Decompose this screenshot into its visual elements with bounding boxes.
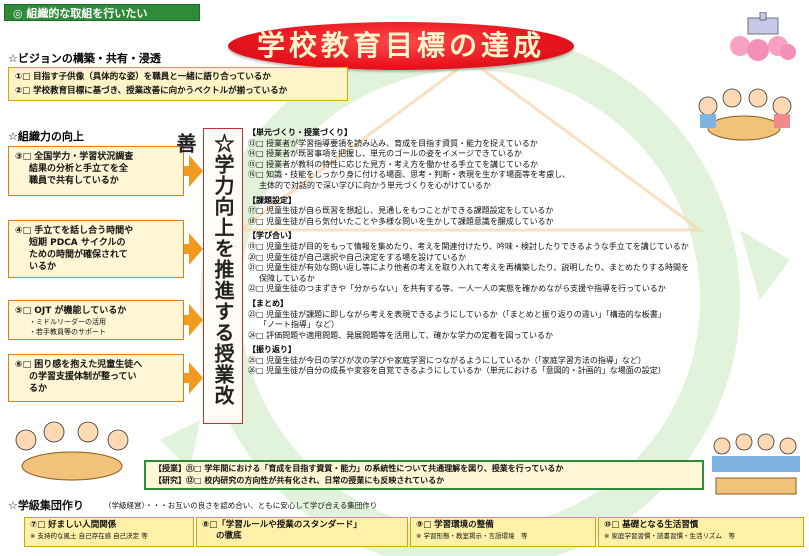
arrow-stem [184, 166, 190, 176]
class-box-sub: ※ 支持的な風土 自己存在感 自己決定 等 [30, 532, 148, 540]
class-box-label: ⑦□ 好ましい人間関係 [30, 520, 117, 530]
lesson-item: 【授業】⑪□ 学年間における「育成を目指す資質・能力」の系統性について共通理解を… [154, 464, 564, 473]
org-box-line: ⑥□ 困り感を抱えた児童生徒へ [15, 360, 143, 370]
arrow-right-icon [189, 304, 203, 336]
check-item: ⑲□ 児童生徒が目的をもって情報を集めたり、考えを関連付けたり、吟味・検討したり… [248, 241, 689, 251]
class-box-7: ⑦□ 好ましい人間関係 ※ 支持的な風土 自己存在感 自己決定 等 [24, 517, 194, 547]
main-title: 学校教育目標の達成 [228, 22, 574, 70]
org-box-sub: ・若手教員等のサポート [29, 328, 106, 336]
check-item: ⑱□ 児童生徒が自ら気付いたことや多様な問いを生かして課題意識を醸成しているか [248, 216, 554, 226]
org-box-line: の学習支援体制が整ってい [29, 372, 137, 382]
org-box-line: ⑤□ OJT が機能しているか [15, 306, 127, 316]
class-box-label: ⑨□ 学習環境の整備 [416, 520, 494, 530]
check-item: ⑯□ 知識・技能をしっかり身に付ける場面、思考・判断・表現を生かす場面等を考慮し… [248, 170, 571, 180]
org-box-3: ③□ 全国学力・学習状況調査 結果の分析と手立てを全 職員で共有しているか [8, 146, 184, 196]
class-box-8: ⑧□「学習ルールや授業のスタンダード」 の徹底 [196, 517, 408, 547]
section-heading: 【課題設定】 [248, 195, 296, 205]
classroom-group-icon [698, 88, 792, 141]
check-item: ⑮□ 授業者が教科の特性に応じた見方・考え方を働かせる手立てを講じているか [248, 159, 538, 169]
check-item: ㉕□ 児童生徒が今日の学びが次の学びや家庭学習につながるようにしているか（「家庭… [248, 355, 646, 365]
vertical-title-box: ☆学力向上を推進する授業改善 [173, 128, 243, 424]
class-subtitle: （学級経営）・・・お互いの良さを認め合い、ともに安心して学び合える集団作り [104, 501, 378, 510]
section-heading: 【まとめ】 [248, 298, 288, 308]
vision-item: ①□ 目指す子供像（具体的な姿）を職員と一緒に語り合っているか [15, 72, 271, 82]
students-right-icon [712, 433, 800, 495]
check-item: ㉔□ 評価問題や適用問題、発展問題等を活用して、確かな学力の定着を図っているか [248, 330, 554, 340]
class-box-label-2: の徹底 [216, 531, 242, 541]
section-heading: 【学び合い】 [248, 231, 296, 241]
section-heading: 【振り返り】 [248, 345, 296, 355]
arrow-stem [184, 315, 190, 325]
check-item-cont: 主体的で対話的で深い学びに向かう単元づくりを心がけているか [259, 180, 491, 190]
org-box-4: ④□ 手立てを話し合う時間や 短期 PDCA サイクルの ための時間が確保されて… [8, 220, 184, 278]
vertical-title: ☆学力向上を推進する授業改善 [173, 133, 235, 406]
check-item: ⑰□ 児童生徒が自ら既習を想起し、見通しをもつことができる課題設定をしているか [248, 206, 554, 216]
org-box-sub: ・ミドルリーダーの活用 [29, 318, 106, 326]
check-item: ㉖□ 児童生徒が自分の成長や変容を自覚できるようにしているか（単元における「意図… [248, 366, 666, 376]
check-item: ⑭□ 授業者が既習事項を把握し、単元のゴールの姿をイメージできているか [248, 149, 522, 159]
check-item: ㉒□ 児童生徒のつまずきや「分からない」を共有する等、一人一人の実態を確かめなが… [248, 284, 666, 294]
check-item: ㉓□ 児童生徒が課題に即しながら考えを表現できるようにしているか（「まとめと振り… [248, 309, 666, 319]
check-item: ㉑□ 児童生徒が有効な問い返し等により他者の考えを取り入れて考えを再構築したり、… [248, 263, 690, 273]
org-box-line: 短期 PDCA サイクルの [29, 238, 126, 248]
flower-school-icon [730, 12, 796, 61]
org-box-6: ⑥□ 困り感を抱えた児童生徒へ の学習支援体制が整ってい るか [8, 354, 184, 402]
arrow-right-icon [189, 233, 203, 265]
header-label: ◎ 組織的な取組を行いたい [4, 4, 200, 21]
org-title: ☆組織力の向上 [8, 130, 84, 143]
org-box-5: ⑤□ OJT が機能しているか ・ミドルリーダーの活用 ・若手教員等のサポート [8, 300, 184, 340]
vision-box: ①□ 目指す子供像（具体的な姿）を職員と一緒に語り合っているか ②□ 学校教育目… [8, 67, 348, 101]
org-box-line: ③□ 全国学力・学習状況調査 [15, 152, 134, 162]
check-item-cont: 保障しているか [259, 273, 315, 283]
arrow-right-icon [189, 155, 203, 187]
improvement-checklist: 【単元づくり・授業づくり】 ⑬□ 授業者が学習指導要領を読み込み、育成を目指す資… [248, 126, 808, 377]
arrow-stem [184, 373, 190, 383]
class-box-sub: ※ 学習形態・教室掲示・言語環境 等 [416, 532, 528, 540]
check-item: ⑳□ 児童生徒が自己選択や自己決定をする場を設けているか [248, 252, 467, 262]
org-box-line: ④□ 手立てを話し合う時間や [15, 226, 134, 236]
vision-item: ②□ 学校教育目標に基づき、授業改善に向かうベクトルが揃っているか [15, 86, 288, 96]
org-box-line: いるか [29, 262, 57, 272]
org-box-line: 結果の分析と手立てを全 [29, 164, 128, 174]
class-box-10: ⑩□ 基礎となる生活習慣 ※ 家庭学習習慣・読書習慣・生活リズム 等 [598, 517, 804, 547]
check-item-cont: 「ノート指導」など） [259, 320, 339, 330]
class-box-label: ⑧□「学習ルールや授業のスタンダード」 [202, 520, 362, 530]
research-item: 【研究】⑫□ 校内研究の方向性が共有化され、日常の授業にも反映されているか [154, 476, 445, 485]
org-box-line: 職員で共有しているか [29, 176, 119, 186]
section-heading: 【単元づくり・授業づくり】 [248, 128, 352, 137]
students-left-icon [15, 421, 129, 481]
lesson-research-box: 【授業】⑪□ 学年間における「育成を目指す資質・能力」の系統性について共通理解を… [144, 460, 704, 490]
org-box-line: ための時間が確保されて [29, 250, 128, 260]
class-box-9: ⑨□ 学習環境の整備 ※ 学習形態・教室掲示・言語環境 等 [410, 517, 596, 547]
arrow-right-icon [189, 362, 203, 394]
class-box-sub: ※ 家庭学習習慣・読書習慣・生活リズム 等 [604, 532, 736, 540]
class-box-label: ⑩□ 基礎となる生活習慣 [604, 520, 699, 530]
vision-title: ☆ビジョンの構築・共有・浸透 [8, 52, 161, 65]
org-box-line: るか [29, 384, 48, 394]
class-title: ☆学級集団作り [8, 499, 84, 512]
arrow-stem [184, 244, 190, 254]
check-item: ⑬□ 授業者が学習指導要領を読み込み、育成を目指す資質・能力を捉えているか [248, 138, 538, 148]
